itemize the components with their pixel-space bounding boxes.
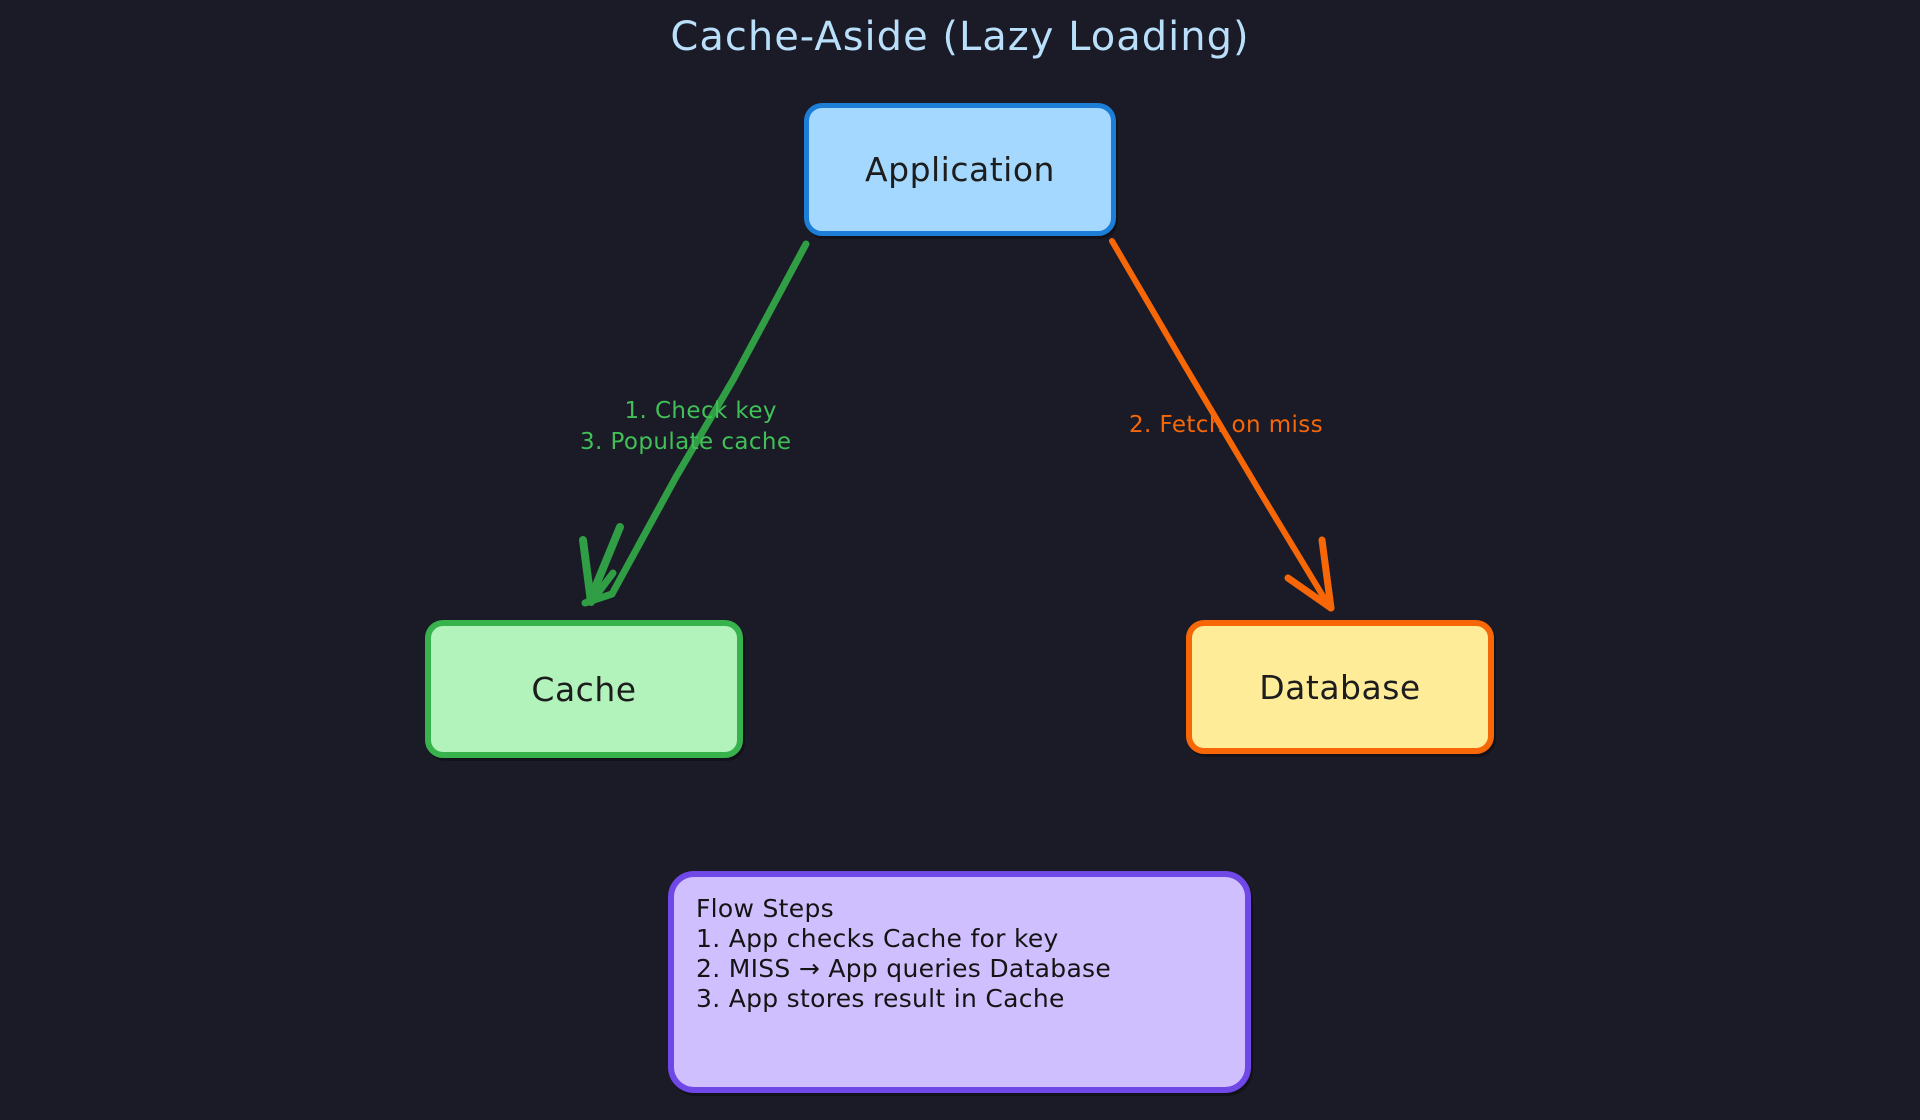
flow-steps-item-1: 1. App checks Cache for key xyxy=(696,924,1059,953)
edge-label-app-to-cache: 1. Check key 3. Populate cache xyxy=(580,396,791,458)
page-title: Cache-Aside (Lazy Loading) xyxy=(670,14,1250,60)
node-flow-steps[interactable]: Flow Steps 1. App checks Cache for key 2… xyxy=(668,871,1251,1093)
node-cache[interactable]: Cache xyxy=(425,620,743,758)
node-application-label: Application xyxy=(865,150,1055,189)
flow-steps-item-3: 3. App stores result in Cache xyxy=(696,984,1065,1013)
node-database-label: Database xyxy=(1259,667,1421,707)
edge-label-app-to-database: 2. Fetch on miss xyxy=(1129,410,1323,441)
edge-label-app-to-cache-line2: 3. Populate cache xyxy=(580,429,792,455)
flow-steps-heading: Flow Steps xyxy=(696,894,834,923)
node-cache-label: Cache xyxy=(531,669,637,709)
edge-label-app-to-database-line1: 2. Fetch on miss xyxy=(1129,412,1324,438)
edge-label-app-to-cache-line1: 1. Check key xyxy=(624,398,777,424)
flow-steps-item-2: 2. MISS → App queries Database xyxy=(696,954,1112,983)
node-application[interactable]: Application xyxy=(804,103,1116,236)
node-database[interactable]: Database xyxy=(1186,620,1494,754)
